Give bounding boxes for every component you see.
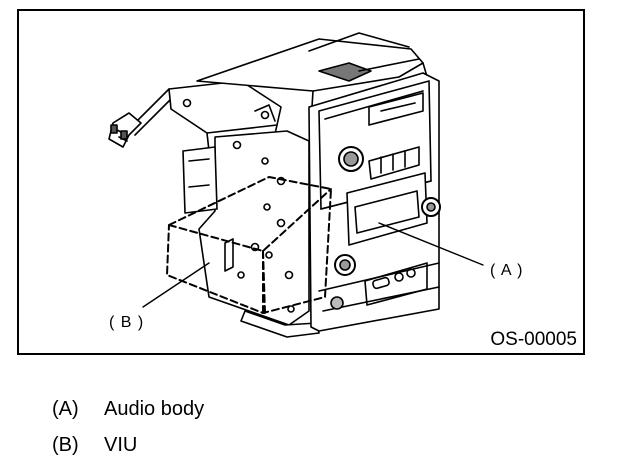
wire-connector [108, 88, 176, 148]
figure-code: OS-00005 [490, 329, 577, 350]
legend-key-b: (B) [52, 434, 79, 456]
legend-text-a: Audio body [104, 398, 205, 420]
legend-key-a: (A) [52, 398, 79, 420]
callout-b: ( B ) [109, 314, 145, 331]
viu-outline [166, 176, 332, 314]
diagram-frame: ( A ) ( B ) OS-00005 [17, 9, 585, 355]
legend-text-b: VIU [104, 434, 138, 456]
leader-a [378, 222, 484, 266]
leader-b [142, 262, 210, 308]
legend-item-a: (A) Audio body [52, 398, 204, 421]
legend-item-b: (B) VIU [52, 434, 137, 457]
audio-unit-illustration [108, 32, 484, 338]
callout-a: ( A ) [490, 262, 524, 279]
audio-body [308, 72, 441, 332]
